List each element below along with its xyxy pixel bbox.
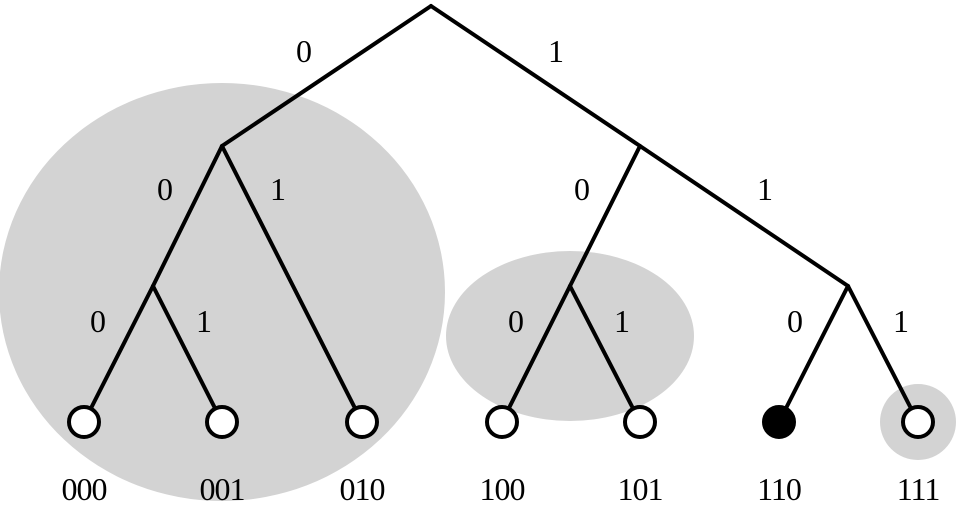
edge-10-left — [500, 284, 572, 424]
bit-11-left: 0 — [787, 303, 803, 339]
leaf-label-000: 000 — [62, 471, 107, 507]
leaf-node-111 — [901, 405, 935, 439]
bit-00-left: 0 — [90, 303, 106, 339]
tree-edges — [82, 4, 920, 424]
leaf-node-010 — [345, 405, 379, 439]
bit-root-right: 1 — [548, 33, 564, 69]
bit-10-right: 1 — [614, 303, 630, 339]
edge-11-right — [846, 284, 920, 424]
leaf-node-100 — [485, 405, 519, 439]
leaf-node-101 — [623, 405, 657, 439]
leaf-label-110: 110 — [757, 471, 801, 507]
edge-00-right — [151, 284, 224, 424]
bit-1-left: 0 — [574, 171, 590, 207]
leaf-label-100: 100 — [480, 471, 525, 507]
bit-1-right: 1 — [757, 171, 773, 207]
edge-1-right — [638, 144, 850, 288]
bit-11-right: 1 — [893, 303, 909, 339]
bit-00-right: 1 — [196, 303, 212, 339]
leaf-node-000 — [67, 405, 101, 439]
edge-11-left — [777, 284, 850, 424]
leaf-labels: 000 001 010 100 101 110 111 — [62, 471, 941, 507]
bit-0-right: 1 — [270, 171, 286, 207]
edge-0-right — [220, 144, 364, 424]
bit-0-left: 0 — [157, 171, 173, 207]
leaf-label-101: 101 — [618, 471, 663, 507]
leaf-label-111: 111 — [897, 471, 940, 507]
leaf-nodes — [67, 405, 935, 439]
edge-00-left — [82, 284, 155, 424]
bit-root-left: 0 — [296, 33, 312, 69]
leaf-label-010: 010 — [340, 471, 385, 507]
leaf-node-001 — [205, 405, 239, 439]
edge-0-left — [151, 144, 224, 288]
edge-1-left — [568, 144, 642, 288]
region-subtree-10 — [446, 251, 694, 421]
shaded-regions — [0, 83, 956, 501]
region-subtree-0 — [0, 83, 445, 501]
edge-root-right — [429, 4, 642, 148]
edge-root-left — [220, 4, 433, 148]
leaf-node-110 — [762, 405, 796, 439]
leaf-label-001: 001 — [200, 471, 245, 507]
bit-10-left: 0 — [508, 303, 524, 339]
edge-10-right — [568, 284, 642, 424]
edge-bit-labels: 0 1 0 1 0 1 0 1 0 1 0 1 — [90, 33, 909, 339]
